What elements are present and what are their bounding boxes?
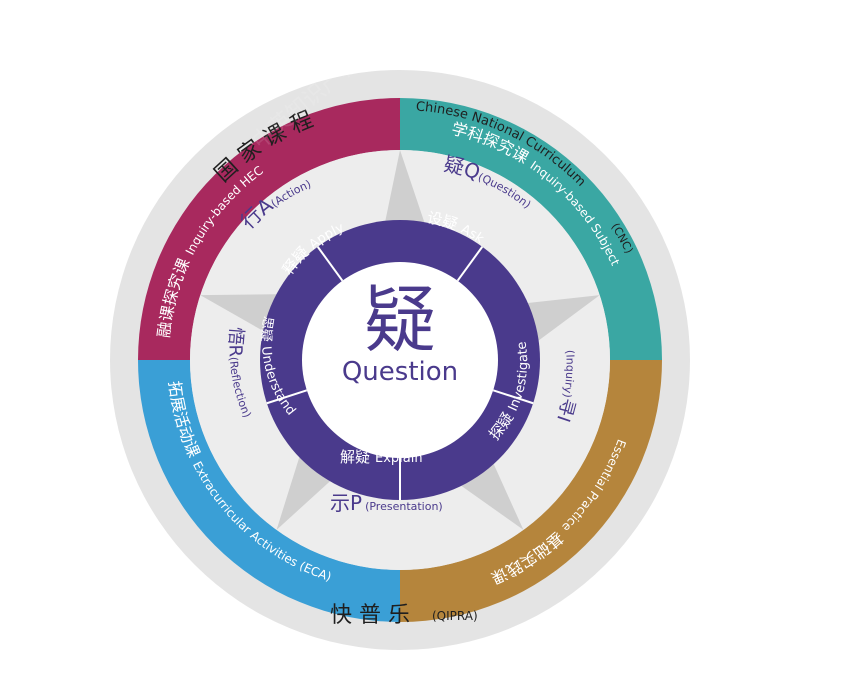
quadrant-segment-subject	[400, 98, 662, 360]
inner-divider-4	[316, 246, 344, 282]
inner-ring-dividers	[266, 246, 534, 500]
quadrant-segment-hec	[138, 98, 400, 360]
step-divider-0	[385, 150, 425, 223]
quadrant-segment-eca	[138, 360, 400, 622]
center-glyph: 疑	[364, 278, 436, 362]
step-divider-2	[461, 464, 524, 530]
center-circle	[302, 262, 498, 458]
quadrant-segment-essential	[400, 360, 662, 622]
step-divider-1	[527, 295, 600, 341]
quadrant-ring	[138, 98, 662, 622]
outer-bottom-zh-label: 快 普 乐	[330, 603, 410, 628]
inner-divider-1	[492, 389, 534, 405]
step-divider-3	[276, 457, 330, 530]
outer-bottom-abbr-label: (QIPRA)	[432, 609, 478, 623]
step-divider-4	[200, 294, 277, 331]
step-p-label: 示P(Presentation)	[330, 491, 443, 515]
inner-divider-3	[266, 389, 308, 405]
center-word: Question	[342, 357, 458, 387]
inner-divider-0	[456, 246, 484, 282]
